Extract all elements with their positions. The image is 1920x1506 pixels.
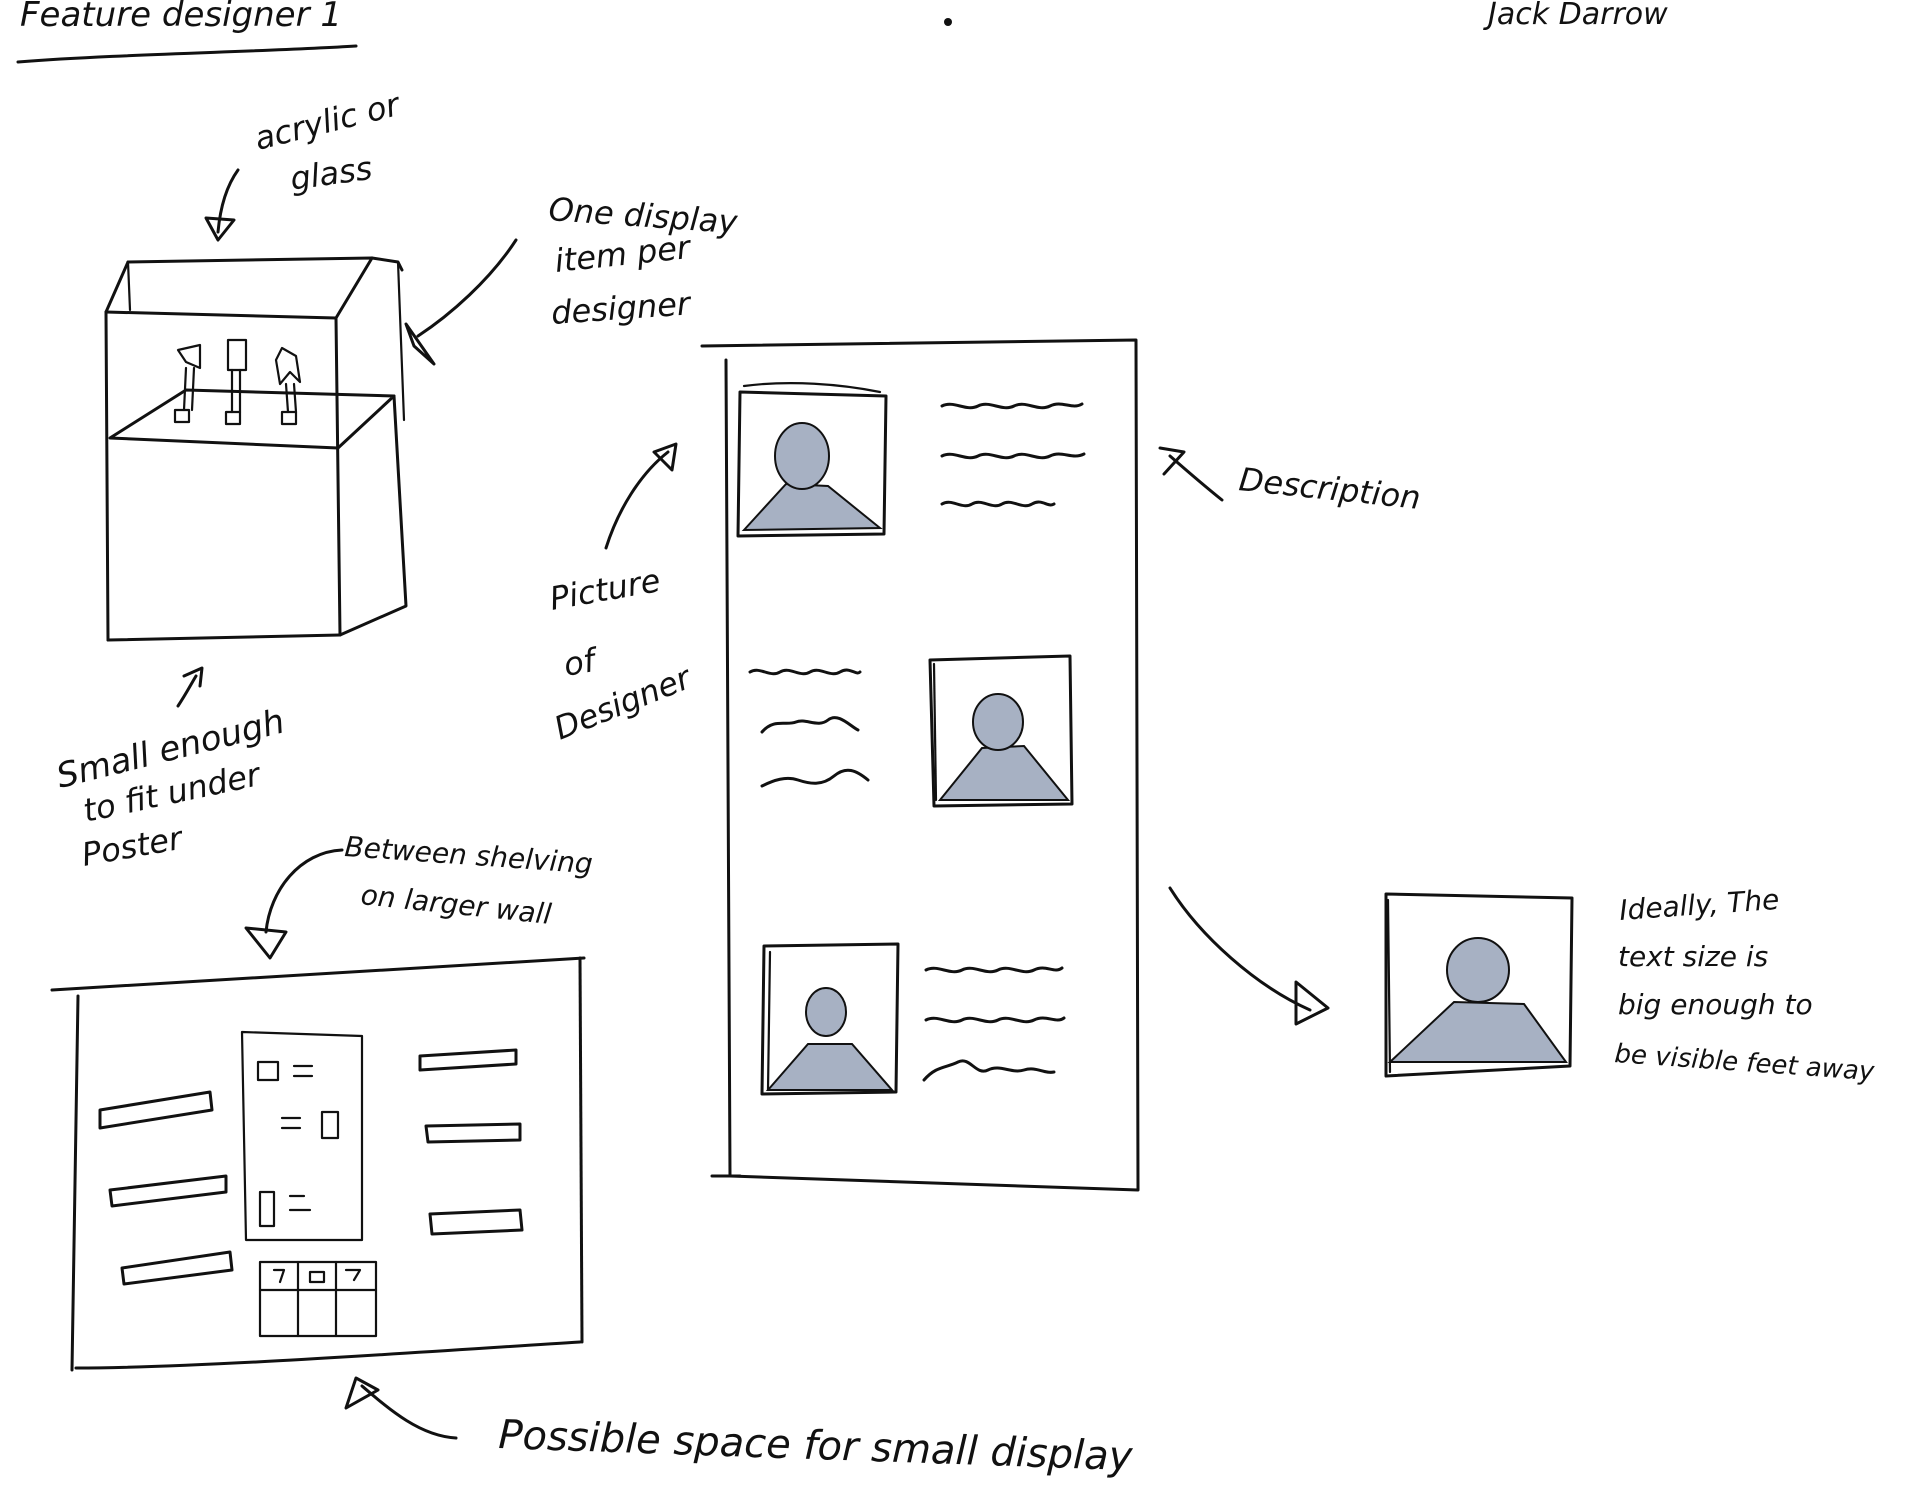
portrait-2-head — [972, 693, 1024, 751]
zoomed-portrait-body — [1387, 1000, 1568, 1063]
sketch-title: Feature designer 1 — [20, 0, 342, 35]
poster — [700, 338, 1140, 1192]
poster-description-3 — [922, 966, 1066, 1082]
description-arrowhead — [1158, 446, 1186, 476]
material-arrowhead — [204, 216, 236, 242]
possible-space-arrow — [360, 1384, 458, 1440]
one-item-arrowhead — [404, 322, 436, 366]
description-label: Description — [1237, 460, 1422, 517]
portrait-2-body — [937, 744, 1071, 801]
wall-diagram — [50, 956, 586, 1372]
wall-shelves-left — [98, 1090, 234, 1286]
possible-space-arrowhead — [344, 1376, 380, 1410]
author-name: Jack Darrow — [1483, 0, 1668, 32]
ideally-line3: big enough to — [1618, 988, 1813, 1021]
portrait-1-head — [774, 422, 830, 490]
between-arrowhead — [244, 926, 288, 960]
small-enough-arrow — [176, 674, 198, 708]
poster-description-2 — [748, 668, 870, 788]
poster-portrait-3 — [760, 942, 900, 1096]
mini-poster — [240, 1030, 364, 1242]
ideally-line1: Ideally, The — [1618, 883, 1780, 927]
zoom-arrow — [1168, 886, 1312, 1012]
between-label-line1: Between shelving — [344, 830, 594, 880]
between-label-line2: on larger wall — [359, 878, 553, 931]
one-item-arrow — [416, 238, 518, 338]
one-item-label-line3: designer — [550, 284, 693, 332]
ideally-line4: be visible feet away — [1614, 1039, 1876, 1087]
poster-description-1 — [940, 402, 1086, 508]
material-label-line2: glass — [288, 149, 375, 198]
stray-dot — [944, 18, 952, 26]
picture-label-line2: of — [561, 640, 603, 684]
poster-portrait-2 — [928, 654, 1074, 808]
possible-space-label: Possible space for small display — [498, 1412, 1135, 1480]
display-items — [173, 338, 302, 426]
portrait-3-body — [765, 1043, 895, 1091]
wall-shelves-right — [418, 1048, 524, 1236]
portrait-1-body — [741, 482, 883, 532]
picture-arrow — [604, 450, 670, 550]
ideally-line2: text size is — [1618, 940, 1768, 973]
zoomed-portrait-head — [1446, 937, 1510, 1003]
small-enough-arrowhead — [182, 666, 204, 688]
zoom-arrowhead — [1294, 980, 1330, 1026]
between-arrow — [264, 848, 344, 934]
picture-label-line1: Picture — [547, 561, 663, 618]
description-arrow — [1168, 454, 1224, 502]
one-item-label-line2: item per — [553, 228, 694, 280]
mini-display-case — [258, 1260, 378, 1338]
zoomed-portrait — [1384, 892, 1574, 1078]
material-label-line1: acrylic or — [251, 85, 405, 158]
portrait-3-head — [805, 987, 847, 1037]
title-underline — [16, 44, 358, 64]
display-case — [104, 256, 408, 642]
material-arrow — [216, 168, 240, 234]
picture-arrowhead — [652, 442, 678, 472]
poster-portrait-1 — [736, 382, 888, 538]
